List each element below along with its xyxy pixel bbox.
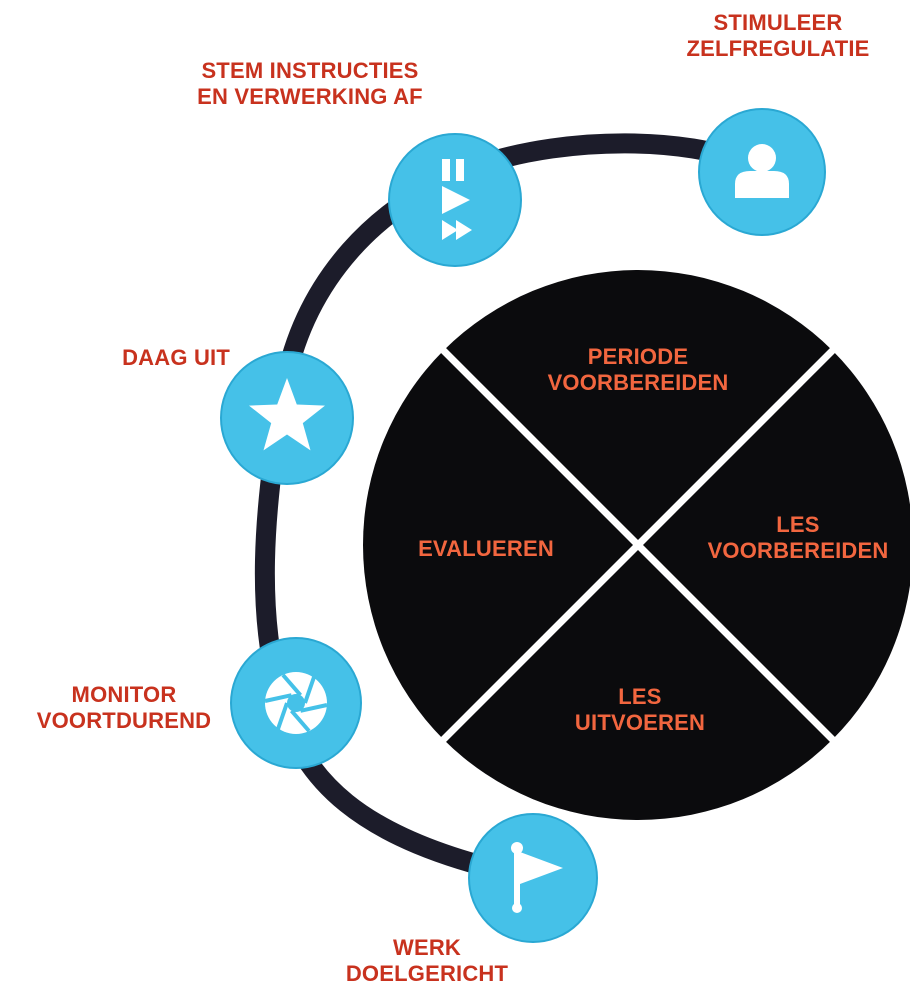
label-stem-line-1: STEM INSTRUCTIES <box>201 58 419 83</box>
step-stem <box>388 133 522 267</box>
label-stimuleer: STIMULEER ZELFREGULATIE <box>668 10 888 62</box>
segment-periode-line-2: VOORBEREIDEN <box>547 370 729 395</box>
step-stimuleer <box>698 108 826 236</box>
segment-les-voorbereiden-line-1: LES <box>776 512 820 537</box>
segment-les-uitvoeren-line-2: UITVOEREN <box>574 710 706 735</box>
pause-play-forward-icon <box>442 159 472 240</box>
label-stimuleer-line-1: STIMULEER <box>713 10 843 35</box>
person-icon <box>735 144 789 198</box>
label-werk-line-2: DOELGERICHT <box>345 961 509 986</box>
camera-shutter-icon <box>264 672 328 734</box>
step-monitor <box>230 637 362 769</box>
segment-les-voorbereiden-line-2: VOORBEREIDEN <box>707 538 889 563</box>
wheel-divider-2 <box>440 347 836 743</box>
label-monitor-line-2: VOORTDUREND <box>36 708 212 733</box>
star-icon <box>249 378 325 451</box>
label-daag: DAAG UIT <box>30 345 230 371</box>
segment-evalueren: EVALUEREN <box>396 536 576 562</box>
phase-wheel <box>363 270 910 820</box>
segment-periode: PERIODE VOORBEREIDEN <box>518 344 758 396</box>
label-monitor-line-1: MONITOR <box>71 682 177 707</box>
label-daag-line-1: DAAG UIT <box>122 345 230 370</box>
segment-evalueren-line-1: EVALUEREN <box>418 536 554 561</box>
label-stimuleer-line-2: ZELFREGULATIE <box>686 36 870 61</box>
label-stem: STEM INSTRUCTIES EN VERWERKING AF <box>170 58 450 110</box>
label-monitor: MONITOR VOORTDUREND <box>10 682 238 734</box>
step-werk <box>468 813 598 943</box>
label-stem-line-2: EN VERWERKING AF <box>197 84 423 109</box>
segment-les-voorbereiden: LES VOORBEREIDEN <box>700 512 896 564</box>
segment-les-uitvoeren-line-1: LES <box>618 684 662 709</box>
step-daag <box>220 351 354 485</box>
label-werk-line-1: WERK <box>392 935 461 960</box>
segment-les-uitvoeren: LES UITVOEREN <box>540 684 740 736</box>
flag-icon <box>511 842 563 913</box>
segment-periode-line-1: PERIODE <box>587 344 689 369</box>
label-werk: WERK DOELGERICHT <box>312 935 542 987</box>
